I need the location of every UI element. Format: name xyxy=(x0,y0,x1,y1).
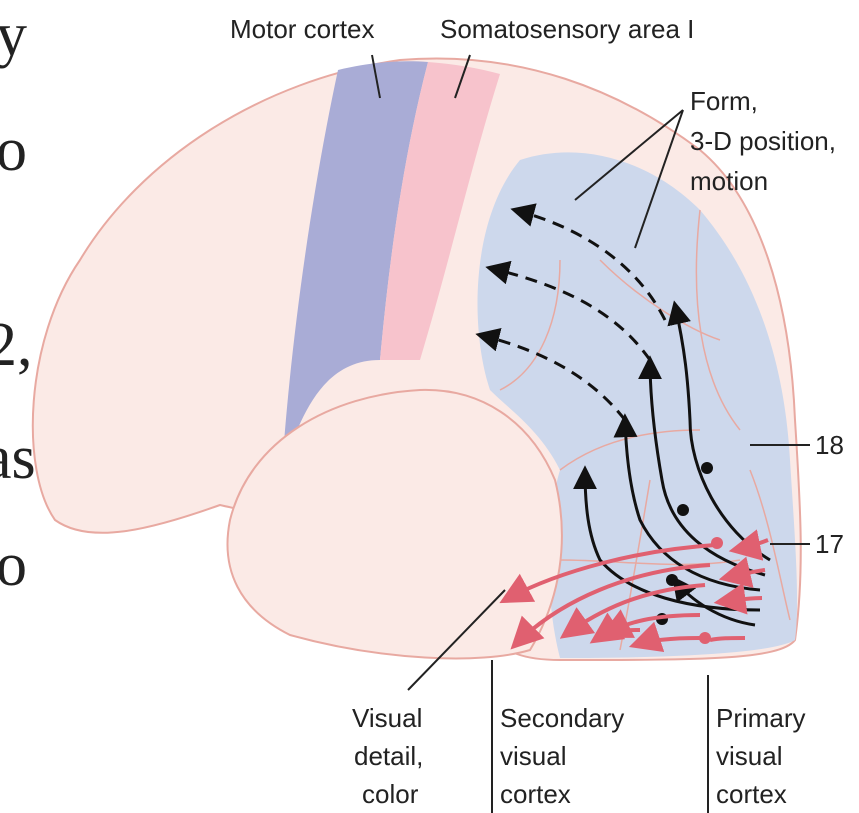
label-form-line3: motion xyxy=(690,166,768,196)
junction-dot xyxy=(666,574,678,586)
label-form-line2: 3-D position, xyxy=(690,126,836,156)
label-area-17: 17 xyxy=(815,529,844,559)
label-secondary-line2: visual xyxy=(500,741,566,771)
label-somatosensory-area: Somatosensory area I xyxy=(440,14,694,44)
label-visual-detail-line2: detail, xyxy=(354,741,423,771)
junction-dot xyxy=(701,462,713,474)
slide-text-fragments: y o 2, as o xyxy=(0,1,36,599)
red-dot xyxy=(711,537,723,549)
label-secondary-line1: Secondary xyxy=(500,703,624,733)
junction-dot xyxy=(677,504,689,516)
label-visual-detail-line1: Visual xyxy=(352,703,422,733)
label-primary-line1: Primary xyxy=(716,703,806,733)
label-visual-detail-line3: color xyxy=(362,779,419,809)
label-primary-line3: cortex xyxy=(716,779,787,809)
label-secondary-line3: cortex xyxy=(500,779,571,809)
slide-fragment-5: o xyxy=(0,531,27,599)
slide-fragment-1: y xyxy=(0,1,27,69)
label-motor-cortex: Motor cortex xyxy=(230,14,375,44)
slide-fragment-4: as xyxy=(0,424,36,492)
red-dot xyxy=(699,632,711,644)
label-primary-line2: visual xyxy=(716,741,782,771)
label-form-line1: Form, xyxy=(690,86,758,116)
red-arrow-in-4 xyxy=(710,638,745,640)
slide-fragment-2: o xyxy=(0,116,27,184)
label-area-18: 18 xyxy=(815,430,844,460)
slide-fragment-3: 2, xyxy=(0,311,33,379)
